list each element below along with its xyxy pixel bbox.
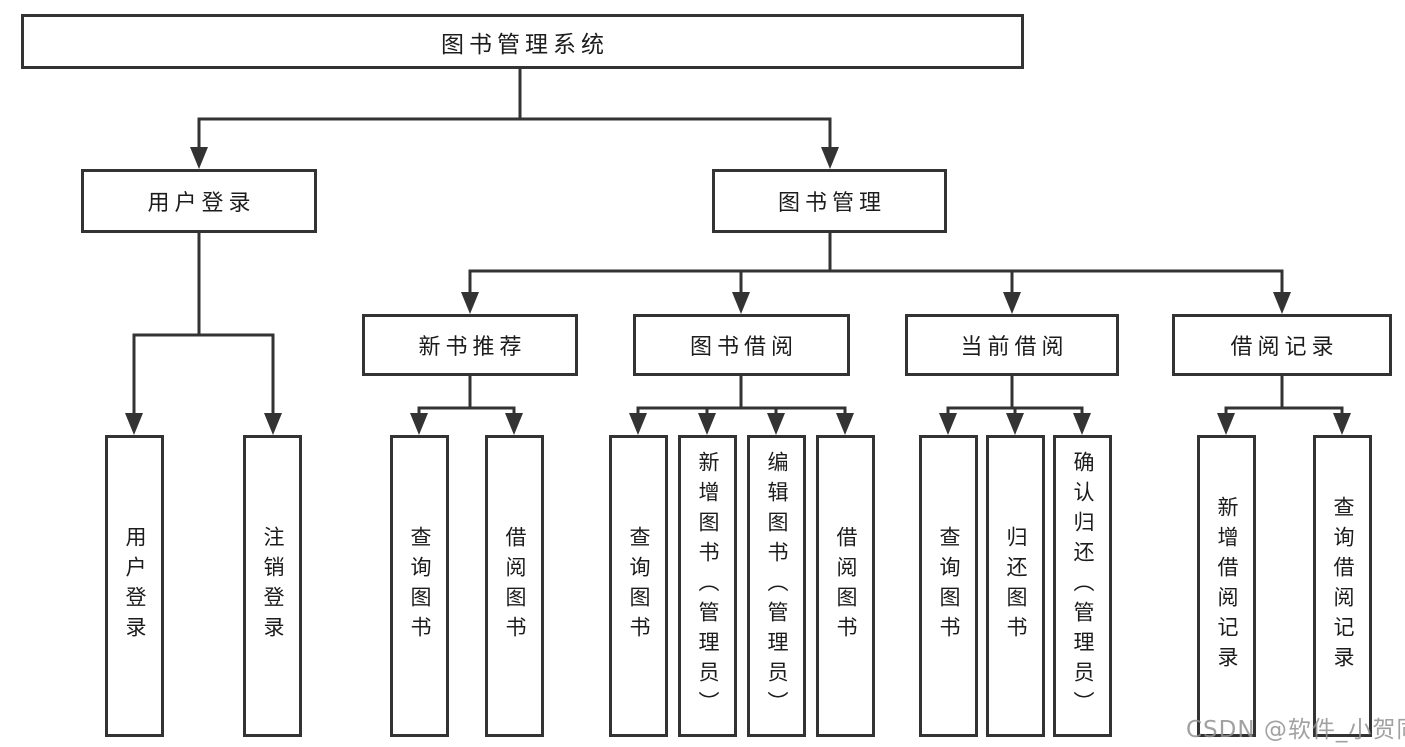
node-records-query-record: 查询借阅记录 (1313, 435, 1372, 737)
node-borrow-records: 借阅记录 (1172, 314, 1392, 376)
node-current-return-books: 归还图书 (986, 435, 1045, 737)
node-label: 新书推荐 (418, 335, 527, 360)
connector-root (197, 67, 832, 153)
node-label: 查询图书 (408, 526, 432, 646)
node-borrow-edit-books-admin: 编辑图书（管理员） (747, 435, 806, 737)
node-recommend-query-books: 查询图书 (390, 435, 449, 737)
connector-current (946, 374, 1084, 419)
node-label: 新增借阅记录 (1215, 496, 1239, 676)
node-label: 借阅图书 (503, 526, 527, 646)
node-label: 查询图书 (627, 526, 651, 646)
connector-user-login (132, 231, 275, 419)
node-current-query-books: 查询图书 (919, 435, 978, 737)
node-borrow-add-books-admin: 新增图书（管理员） (678, 435, 737, 737)
node-label: 编辑图书（管理员） (765, 451, 789, 721)
node-label: 当前借阅 (960, 335, 1069, 360)
node-user-login-action: 用户登录 (105, 435, 164, 737)
node-label: 查询图书 (937, 526, 961, 646)
node-label: 新增图书（管理员） (696, 451, 720, 721)
node-label: 借阅记录 (1230, 335, 1339, 360)
node-label: 借阅图书 (834, 526, 858, 646)
node-borrow-borrow-books: 借阅图书 (816, 435, 875, 737)
connector-records (1224, 374, 1344, 419)
connector-borrow (636, 374, 847, 419)
node-new-book-recommend: 新书推荐 (362, 314, 578, 376)
csdn-watermark: CSDN @软件_小贺同学 (1186, 717, 1405, 743)
node-label: 图书管理系统 (441, 31, 609, 58)
node-label: 图书借阅 (689, 335, 798, 360)
node-user-login: 用户登录 (81, 169, 317, 233)
node-label: 归还图书 (1004, 526, 1028, 646)
node-label: 注销登录 (261, 526, 285, 646)
node-label: 用户登录 (147, 191, 256, 216)
node-label: 确认归还（管理员） (1071, 451, 1095, 721)
arrowheads (125, 147, 1351, 435)
node-library-management-system: 图书管理系统 (21, 14, 1024, 69)
node-label: 用户登录 (123, 526, 147, 646)
node-label: 图书管理 (777, 191, 886, 216)
connector-recommend (417, 374, 516, 419)
node-book-management: 图书管理 (712, 169, 947, 233)
node-borrow-query-books: 查询图书 (609, 435, 668, 737)
node-current-confirm-return-admin: 确认归还（管理员） (1053, 435, 1112, 737)
node-logout-action: 注销登录 (243, 435, 302, 737)
node-label: 查询借阅记录 (1331, 496, 1355, 676)
node-records-add-record: 新增借阅记录 (1197, 435, 1256, 737)
node-current-borrow: 当前借阅 (905, 314, 1119, 376)
connector-book-management (468, 231, 1284, 298)
node-recommend-borrow-books: 借阅图书 (485, 435, 544, 737)
node-book-borrow: 图书借阅 (633, 314, 850, 376)
